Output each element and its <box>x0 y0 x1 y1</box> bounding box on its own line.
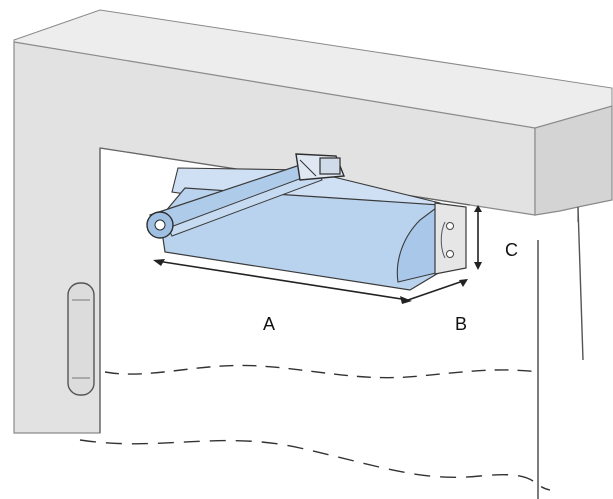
mounting-plate <box>434 202 467 275</box>
door-frame <box>13 9 613 434</box>
closer-arm <box>146 153 345 239</box>
dimension-a-line <box>156 260 409 301</box>
dimension-label-a: A <box>263 314 275 334</box>
hinge <box>67 282 95 396</box>
dimension-label-c: C <box>505 240 518 260</box>
door-break-line-bottom <box>79 439 551 491</box>
closer-end-cap <box>396 203 441 283</box>
right-jamb-edge <box>577 206 584 361</box>
dimension-label-b: B <box>455 314 467 334</box>
dimension-lines <box>153 205 482 304</box>
door-break-line-top <box>104 364 541 379</box>
dimension-b-line <box>407 279 467 301</box>
